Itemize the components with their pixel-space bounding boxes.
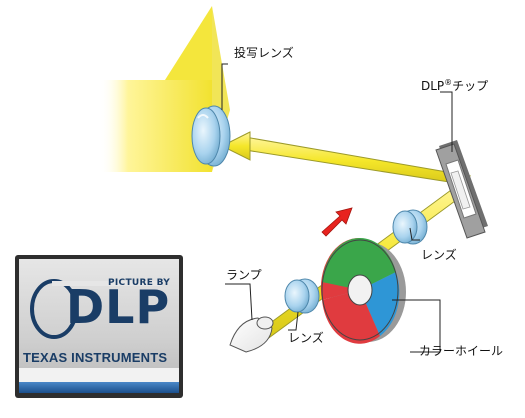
label-lens-lower: レンズ xyxy=(288,331,324,345)
label-lamp: ランプ xyxy=(226,268,262,282)
label-dlp-chip: DLP®チップ xyxy=(421,76,488,93)
label-dlp-chip-suffix: チップ xyxy=(452,79,489,93)
rotation-arrow xyxy=(321,207,353,237)
logo-company: TEXAS INSTRUMENTS xyxy=(23,350,168,365)
label-color-wheel: カラーホイール xyxy=(419,344,504,358)
light-beam-upper xyxy=(220,131,472,185)
lens-lower xyxy=(284,278,320,314)
leader-lines xyxy=(221,63,453,353)
label-lens-upper: レンズ xyxy=(421,248,457,262)
logo-brand: DLP xyxy=(66,280,171,334)
dlp-logo xyxy=(15,255,183,398)
logo-picture-by: PICTURE BY xyxy=(108,278,171,288)
color-wheel xyxy=(320,237,406,344)
lens-upper xyxy=(392,209,428,245)
label-projection-lens: 投写レンズ xyxy=(234,46,294,60)
projection-lens xyxy=(191,105,231,167)
label-dlp-chip-prefix: DLP xyxy=(421,79,445,93)
label-dlp-chip-reg: ® xyxy=(444,78,453,87)
logo-reg-mark: ® xyxy=(160,293,167,301)
dlp-chip xyxy=(435,140,488,239)
lamp xyxy=(229,316,274,353)
